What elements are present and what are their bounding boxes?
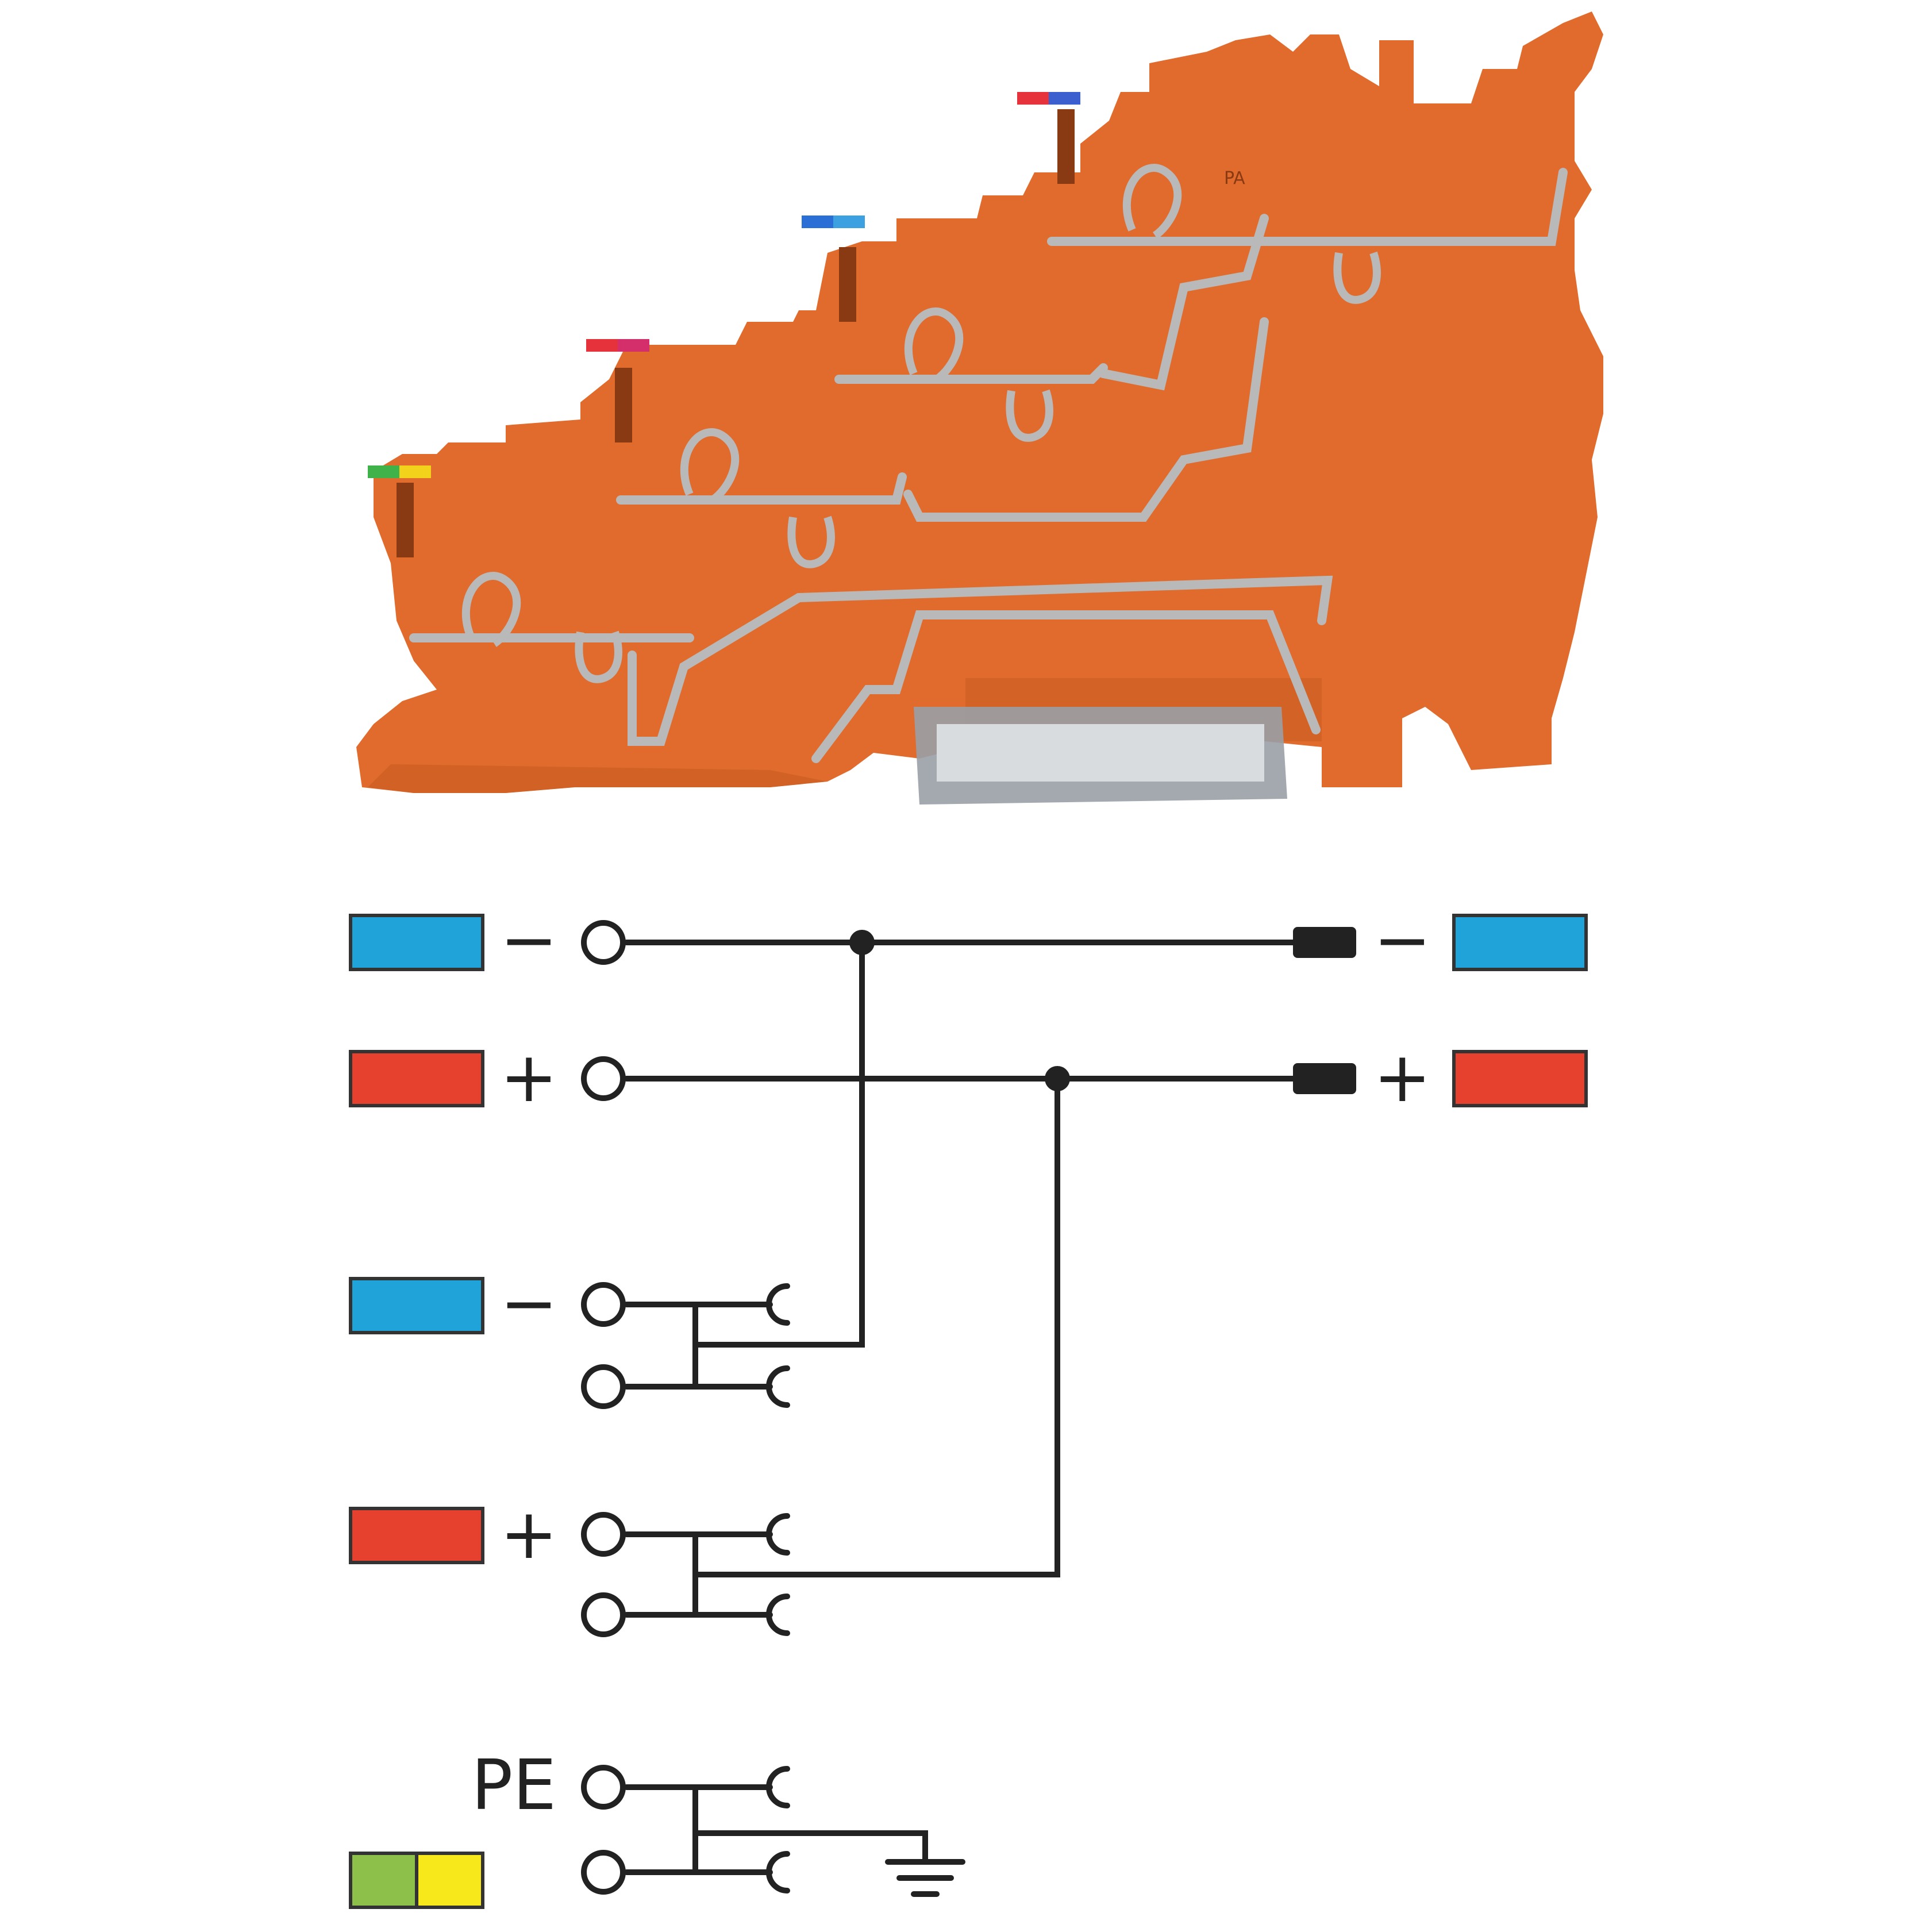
polarity-symbols: − + − + − +	[500, 900, 1431, 1575]
terminal-mid-minus-2	[581, 1364, 626, 1409]
plug-connectors	[1293, 927, 1356, 1094]
symbol-low-plus: +	[500, 1495, 558, 1575]
body-mark: PA	[1224, 168, 1245, 188]
pe-label: PE	[471, 1746, 556, 1826]
bridge-2	[1099, 214, 1269, 391]
plug-minus	[1293, 927, 1356, 958]
symbol-top-plus: +	[500, 1038, 558, 1118]
housing	[356, 11, 1603, 793]
color-box-right-minus	[1452, 914, 1588, 971]
symbol-right-plus: +	[1373, 1038, 1431, 1118]
color-box-low-plus	[349, 1507, 484, 1564]
wiring-schematic: − + − + − + PE	[349, 900, 1588, 1909]
junction-dots	[849, 930, 1070, 1091]
bridge-4	[811, 610, 1321, 763]
color-box-mid-minus	[349, 1277, 484, 1334]
marker-level-1-2	[399, 465, 431, 478]
marker-level-2-1	[586, 339, 618, 352]
terminal-pe-2	[581, 1850, 626, 1895]
clamp-level-3	[904, 307, 964, 383]
pe-green-half	[349, 1852, 418, 1909]
plug-plus	[1293, 1063, 1356, 1094]
ground-icon	[885, 1859, 965, 1897]
terminal-top-minus	[581, 920, 626, 965]
small-clamp-4	[1333, 251, 1381, 304]
color-boxes-right	[1452, 914, 1588, 1107]
marker-level-4-2	[1049, 92, 1080, 105]
terminal-mid-minus-1	[581, 1282, 626, 1327]
color-box-top-minus	[349, 914, 484, 971]
entry-level-4	[1057, 109, 1075, 184]
color-box-right-plus	[1452, 1050, 1588, 1107]
terminal-circles	[581, 920, 626, 1895]
level-markers	[368, 92, 1080, 478]
link-plus	[692, 1076, 1060, 1577]
entry-level-1	[397, 483, 414, 557]
symbol-mid-minus: −	[500, 1264, 558, 1344]
busbars	[409, 168, 1568, 763]
terminal-low-plus-1	[581, 1512, 626, 1557]
junction-plus	[1045, 1066, 1070, 1091]
receptacle-mid-minus-2	[766, 1365, 790, 1408]
receptacle-pe-2	[766, 1851, 790, 1893]
spring-clamps	[461, 164, 1381, 683]
housing-lower-lip	[368, 764, 828, 793]
junction-minus	[849, 930, 875, 955]
receptacle-mid-minus-1	[766, 1283, 790, 1326]
marker-level-2-2	[618, 339, 649, 352]
terminal-block-body: PA	[356, 11, 1603, 805]
marker-level-4-1	[1017, 92, 1049, 105]
schematic-lines	[624, 940, 1296, 1875]
pe-yellow-half	[415, 1852, 484, 1909]
terminal-pe-1	[581, 1765, 626, 1810]
color-box-top-plus	[349, 1050, 484, 1107]
symbol-top-minus: −	[500, 900, 558, 980]
clamp-level-1	[461, 572, 521, 647]
link-minus	[692, 940, 865, 1348]
receptacles	[766, 1283, 790, 1893]
terminal-low-plus-2	[581, 1592, 626, 1637]
din-rail-window	[937, 724, 1264, 782]
marker-level-3-2	[833, 215, 865, 228]
color-box-pe	[349, 1852, 484, 1909]
wire-entries	[397, 109, 1075, 557]
bridge-3	[628, 575, 1333, 746]
small-clamp-1	[575, 630, 622, 683]
busbar-level-2	[616, 472, 907, 505]
symbol-right-minus: −	[1373, 900, 1431, 980]
color-boxes-left	[349, 914, 484, 1564]
entry-level-2	[615, 368, 632, 442]
receptacle-low-plus-1	[766, 1513, 790, 1556]
small-clamp-3	[1006, 389, 1053, 442]
clamp-level-2	[680, 428, 740, 503]
small-clamp-2	[787, 515, 835, 568]
bridge-1	[903, 317, 1269, 522]
clamp-level-4	[1122, 164, 1182, 239]
busbar-level-4	[1047, 168, 1568, 246]
receptacle-pe-1	[766, 1766, 790, 1808]
terminal-top-plus	[581, 1056, 626, 1101]
terminal-block-illustration: PA	[356, 11, 1603, 805]
pe-link	[692, 1830, 928, 1865]
receptacle-low-plus-2	[766, 1594, 790, 1636]
marker-level-3-1	[802, 215, 833, 228]
marker-level-1-1	[368, 465, 399, 478]
entry-level-3	[839, 247, 856, 322]
